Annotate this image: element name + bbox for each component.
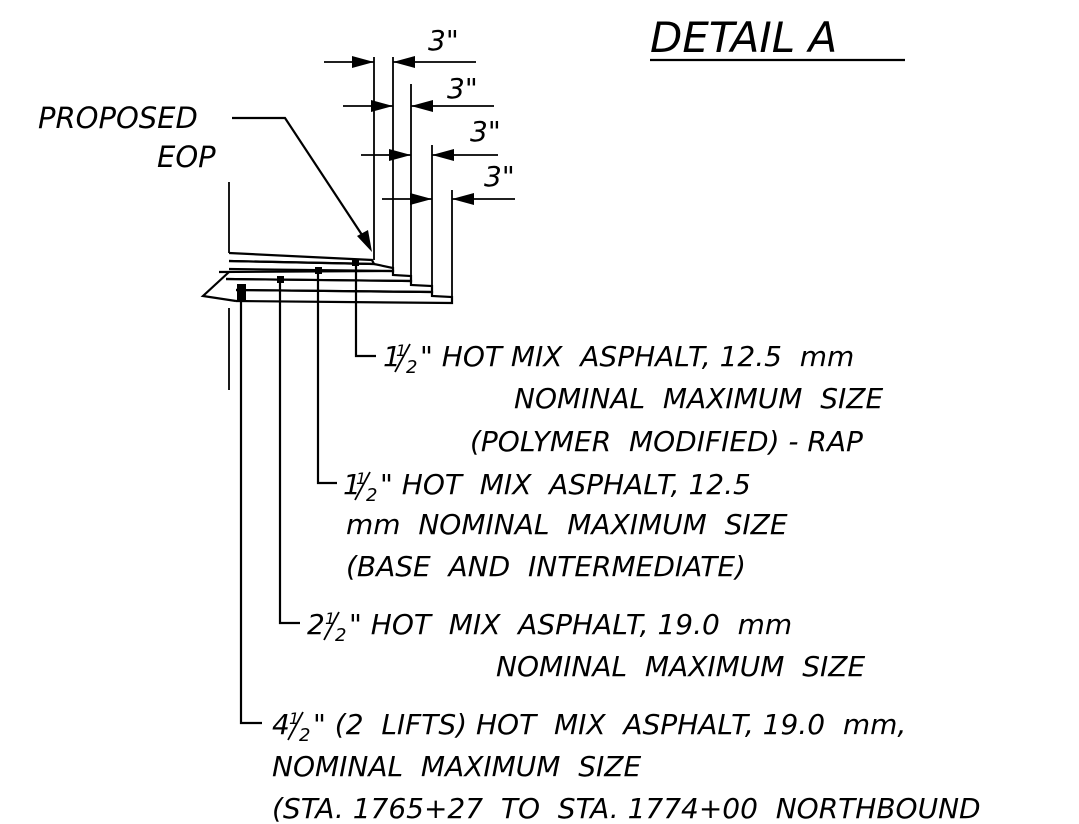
offset-arrow-2a <box>371 100 393 112</box>
offset-label-2: 3" <box>447 72 478 105</box>
callout-4-line-3: (STA. 1765+27 TO STA. 1774+00 NORTHBOUND <box>272 792 981 824</box>
callout-2-fraction-bar <box>354 471 371 501</box>
leader-layer-4 <box>239 300 262 725</box>
callout-3-fraction-bar <box>323 611 340 641</box>
callout-1-line-3: (POLYMER MODIFIED) - RAP <box>470 425 863 458</box>
callout-1-fraction-num: 1 <box>396 341 406 360</box>
pavement-layers <box>200 251 454 305</box>
callout-4-whole: 4 <box>272 708 290 741</box>
marker-layer-4 <box>237 284 246 300</box>
offset-arrow-2b <box>411 100 433 112</box>
callout-3-whole: 2 <box>307 608 325 641</box>
marker-layer-3 <box>277 276 284 283</box>
layer-2-outline <box>228 259 395 273</box>
callout-1-fraction-den: 2 <box>406 357 417 378</box>
callout-1-line-2: NOMINAL MAXIMUM SIZE <box>514 382 883 415</box>
callout-1-line-1: " HOT MIX ASPHALT, 12.5 mm <box>420 340 854 373</box>
eop-leader-line <box>232 116 369 245</box>
callout-2-whole: 1 <box>343 468 361 501</box>
break-symbol <box>200 271 237 303</box>
callout-1-whole: 1 <box>383 340 401 373</box>
callout-2-line-2: mm NOMINAL MAXIMUM SIZE <box>346 508 788 541</box>
callout-4-fraction-num: 1 <box>289 709 299 728</box>
marker-layer-1 <box>352 259 359 266</box>
callout-3-line-2: NOMINAL MAXIMUM SIZE <box>496 650 865 683</box>
offset-arrow-1a <box>352 56 374 68</box>
callout-layer-1: 1 1 2 " HOT MIX ASPHALT, 12.5 mm NOMINAL… <box>383 340 883 458</box>
callout-2-line-3: (BASE AND INTERMEDIATE) <box>346 550 746 583</box>
callout-4-line-2: NOMINAL MAXIMUM SIZE <box>272 750 641 783</box>
offset-label-1: 3" <box>428 24 459 57</box>
leader-layer-1 <box>354 266 376 358</box>
callout-3-fraction-den: 2 <box>335 625 346 646</box>
offset-arrow-3a <box>389 149 411 161</box>
offset-label-3: 3" <box>470 115 501 148</box>
callout-2-line-1: " HOT MIX ASPHALT, 12.5 <box>380 468 751 501</box>
leader-layer-2 <box>316 274 337 485</box>
callout-3-line-1: " HOT MIX ASPHALT, 19.0 mm <box>349 608 792 641</box>
callout-layer-3: 2 1 2 " HOT MIX ASPHALT, 19.0 mm NOMINAL… <box>307 608 865 683</box>
callout-4-fraction-den: 2 <box>299 725 310 746</box>
layer-5-outline <box>235 288 454 305</box>
proposed-label: PROPOSED <box>38 101 198 135</box>
callout-3-fraction-num: 1 <box>325 609 335 628</box>
eop-leader-arrow <box>357 230 372 252</box>
offset-label-4: 3" <box>484 160 515 193</box>
offset-arrow-1b <box>393 56 415 68</box>
callout-2-fraction-num: 1 <box>356 469 366 488</box>
offset-arrow-3b <box>432 149 454 161</box>
offset-arrow-4a <box>410 193 432 205</box>
callout-4-fraction-bar <box>287 711 304 741</box>
leader-layer-3 <box>278 283 300 625</box>
eop-label: EOP <box>157 140 216 174</box>
callout-layer-2: 1 1 2 " HOT MIX ASPHALT, 12.5 mm NOMINAL… <box>343 468 788 583</box>
callout-2-fraction-den: 2 <box>366 485 377 506</box>
offset-arrow-4b <box>452 193 474 205</box>
callout-layer-4: 4 1 2 " (2 LIFTS) HOT MIX ASPHALT, 19.0 … <box>272 708 981 824</box>
detail-title: DETAIL A <box>650 13 837 62</box>
marker-layer-2 <box>315 267 322 274</box>
callout-4-line-1: " (2 LIFTS) HOT MIX ASPHALT, 19.0 mm, <box>313 708 906 741</box>
callout-1-fraction-bar <box>394 343 411 373</box>
